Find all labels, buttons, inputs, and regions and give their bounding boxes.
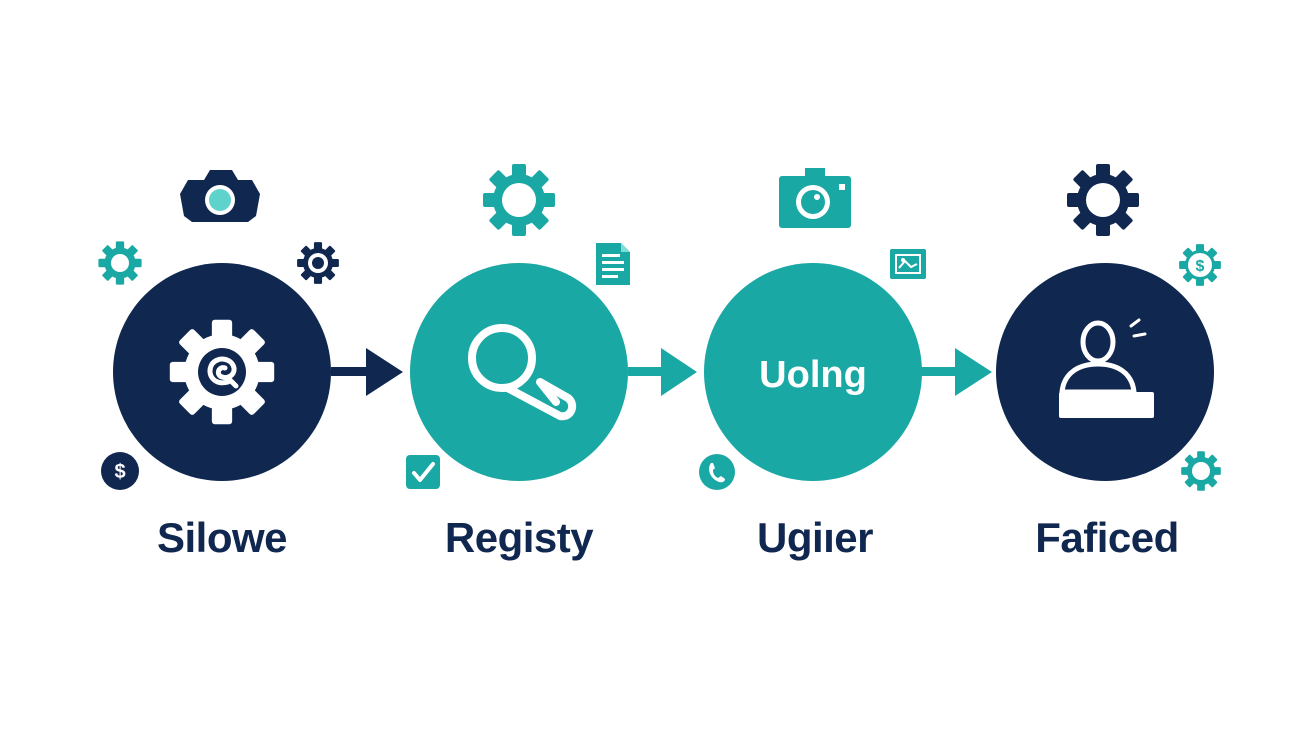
step-3-circle [704, 263, 922, 481]
gear-icon [98, 241, 142, 285]
image-icon [890, 249, 926, 279]
step-2-label: Registy [444, 514, 594, 561]
svg-text:$: $ [1196, 258, 1205, 275]
magnifier-icon [468, 324, 577, 421]
step-3-circle-text: Uolng [759, 354, 867, 396]
step-4-label: Faficed [1035, 514, 1179, 561]
gear-icon [1181, 451, 1221, 491]
step-1-label: Silowe [156, 514, 288, 561]
step-4-circle [996, 263, 1214, 481]
camera-icon [779, 168, 851, 228]
step-3-label: Ugiıer [756, 514, 874, 561]
arrow-right-icon [331, 348, 403, 396]
camera-icon [180, 170, 260, 222]
dollar-coin-icon: $ [101, 452, 139, 490]
phone-icon [699, 454, 735, 490]
dollar-gear-icon: $ [1179, 244, 1221, 286]
svg-text:$: $ [114, 461, 125, 483]
gear-icon [1067, 164, 1139, 236]
arrow-right-icon [628, 348, 697, 396]
document-icon [596, 243, 630, 285]
gear-icon [297, 242, 339, 284]
checkbox-icon [406, 455, 440, 489]
gear-icon [483, 164, 555, 236]
person-icon [1059, 318, 1154, 418]
gear-swirl-icon [169, 319, 275, 425]
arrow-right-icon [920, 348, 992, 396]
